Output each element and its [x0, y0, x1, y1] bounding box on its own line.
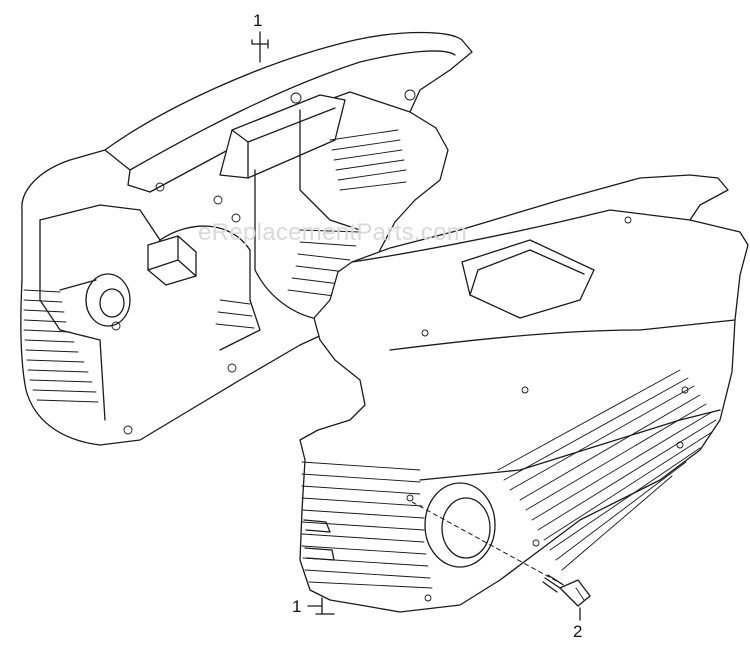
rear-housing-half[interactable] — [20, 31, 473, 446]
screw[interactable] — [411, 501, 591, 607]
watermark-text: eReplacementParts.com — [198, 219, 468, 246]
callout-number-housing-front: 1 — [292, 597, 302, 616]
callout-number-housing-rear: 1 — [253, 11, 263, 30]
callout-number-screw: 2 — [573, 622, 583, 641]
front-housing-half[interactable] — [299, 174, 749, 613]
callout-leaders — [251, 31, 581, 621]
